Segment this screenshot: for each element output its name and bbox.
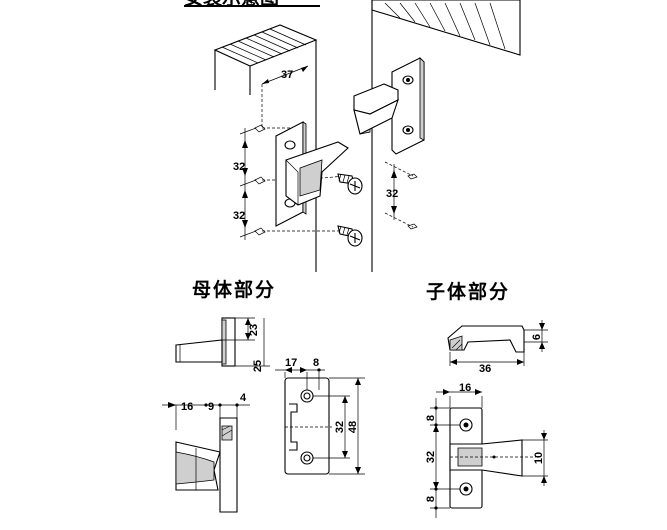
male-side-view: 6 36 — [447, 320, 548, 375]
female-side-view: 23 25 — [175, 317, 270, 372]
dim-48-label: 48 — [347, 421, 359, 433]
dim-16b-label: 16 — [459, 382, 471, 394]
left-panel — [213, 24, 318, 272]
dim-23-label: 23 — [248, 324, 260, 336]
female-part-3d — [275, 121, 349, 227]
dim-32d-label: 32 — [334, 421, 346, 433]
dim-32e-label: 32 — [425, 451, 437, 463]
male-part-heading: 子体部分 — [426, 280, 510, 303]
dim-37-label: 37 — [281, 69, 293, 81]
dim-25-label: 25 — [252, 360, 264, 372]
dim-32c-label: 32 — [386, 188, 398, 200]
dim-4-label: 4 — [240, 392, 247, 404]
dim-6-label: 6 — [531, 334, 543, 340]
female-part-heading: 母体部分 — [192, 278, 276, 301]
female-front-view: 17 8 32 48 — [275, 357, 365, 475]
dim-36-label: 36 — [479, 363, 491, 375]
screw-upper — [337, 173, 363, 195]
dim-8a-label: 8 — [313, 357, 319, 369]
diagram-title: 安装示意图 — [184, 0, 279, 9]
dim-8c-label: 8 — [425, 496, 437, 502]
dim-16a-label: 16 — [181, 401, 193, 413]
dim-17-label: 17 — [285, 357, 297, 369]
male-part-3d — [353, 57, 425, 155]
dim-37: 37 — [261, 65, 309, 128]
dim-9-label: 9 — [208, 401, 214, 413]
dim-10-label: 10 — [533, 452, 545, 464]
drill-marks-right: 32 — [384, 161, 418, 230]
right-panel — [371, 0, 521, 272]
dim-8b-label: 8 — [425, 415, 437, 421]
screw-lower — [337, 225, 363, 247]
dim-32b-label: 32 — [233, 210, 245, 222]
male-front-view: 16 8 32 8 10 — [425, 382, 548, 518]
female-top-view: 16 9 4 — [162, 392, 250, 513]
dim-32a-label: 32 — [233, 161, 245, 173]
